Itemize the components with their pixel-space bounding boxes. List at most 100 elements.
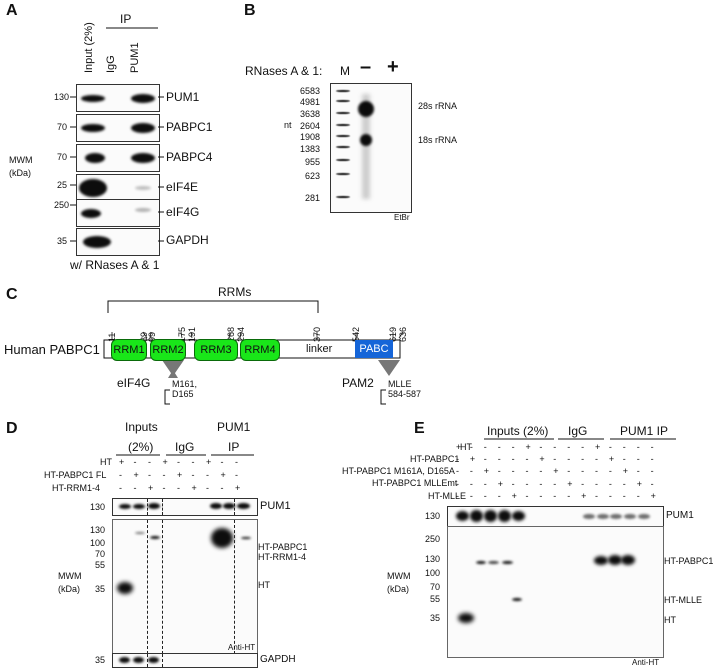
sign-cell: - bbox=[206, 483, 209, 493]
sign-cell: - bbox=[497, 490, 501, 501]
sign-cell: - bbox=[177, 483, 180, 493]
lane-minus: – bbox=[360, 56, 372, 78]
blot-gapdh bbox=[76, 228, 160, 256]
sign-cell: + bbox=[206, 457, 212, 467]
e-cond-pabpc1: HT-PABPC1 bbox=[410, 454, 460, 464]
d-igg: IgG bbox=[175, 440, 195, 454]
domain-rrm2: RRM2 bbox=[150, 339, 186, 361]
panel-a-footer: w/ RNases A & 1 bbox=[70, 258, 160, 272]
sign-cell: - bbox=[553, 490, 557, 501]
protein-eif4g: eIF4G bbox=[166, 205, 200, 219]
sign-cell: - bbox=[650, 442, 654, 452]
protein-pabpc1: PABPC1 bbox=[166, 120, 213, 134]
marker-3638: 3638 bbox=[300, 109, 321, 119]
sign-cell: - bbox=[483, 478, 487, 489]
sign-cell: - bbox=[148, 470, 151, 480]
sign-cell: - bbox=[133, 483, 137, 493]
domain-rrm4: RRM4 bbox=[240, 339, 280, 361]
sign-cell: - bbox=[595, 466, 598, 477]
sign-cell: + bbox=[525, 442, 531, 452]
band-28s: 28s rRNA bbox=[418, 101, 458, 111]
sign-cell: - bbox=[608, 478, 612, 489]
sign-cell: - bbox=[456, 490, 459, 501]
e-blot-pum1 bbox=[447, 506, 664, 528]
domain-linker: linker bbox=[306, 343, 333, 355]
d-label-ht: HT bbox=[258, 580, 270, 590]
sign-cell: - bbox=[220, 483, 224, 493]
lane-plus: + bbox=[387, 56, 399, 78]
rna-gel bbox=[330, 83, 412, 213]
d-label-rrm: HT-RRM1-4 bbox=[258, 552, 307, 562]
sign-cell: + bbox=[191, 483, 197, 493]
sign-cell: + bbox=[539, 454, 545, 465]
sign-cell: - bbox=[525, 466, 529, 477]
e-inputs: Inputs (2%) bbox=[487, 424, 549, 438]
sign-cell: - bbox=[636, 442, 640, 452]
sign-cell: + bbox=[636, 478, 642, 489]
e-marker-250: 250 bbox=[425, 534, 441, 544]
sign-cell: - bbox=[622, 454, 626, 465]
d-cond-rrm: HT-RRM1-4 bbox=[52, 483, 101, 493]
sign-cell: + bbox=[483, 466, 490, 477]
sign-cell: - bbox=[119, 483, 122, 493]
d-blot-anti-ht bbox=[112, 519, 258, 655]
sign-cell: - bbox=[622, 442, 626, 452]
sign-cell: - bbox=[567, 466, 571, 477]
sign-cell: - bbox=[206, 470, 209, 480]
panel-a-label: A bbox=[6, 2, 18, 19]
e-cond-mut: HT-PABPC1 M161A, D165A bbox=[342, 466, 455, 476]
sign-cell: - bbox=[581, 442, 585, 452]
sign-cell: - bbox=[608, 466, 612, 477]
sign-cell: - bbox=[177, 457, 180, 467]
e-cond-mllemt: HT-PABPC1 MLLEmt bbox=[372, 478, 458, 488]
e-pum1ip: PUM1 IP bbox=[620, 424, 669, 438]
d-bottom-mw: 35 bbox=[95, 655, 106, 665]
panel-a-kda: (kDa) bbox=[9, 168, 31, 178]
mw-130: 130 bbox=[54, 92, 70, 102]
sign-cell: + bbox=[581, 490, 587, 501]
d-ip: IP bbox=[228, 440, 240, 454]
sign-cell: + bbox=[567, 478, 573, 489]
mw-70a: 70 bbox=[57, 122, 68, 132]
sign-cell: - bbox=[553, 478, 557, 489]
sign-cell: - bbox=[608, 442, 612, 452]
sign-cell: + bbox=[650, 490, 656, 501]
sign-cell: - bbox=[650, 466, 654, 477]
d-marker-55: 55 bbox=[95, 560, 106, 570]
d-kda: (kDa) bbox=[58, 584, 80, 594]
d-cond-fl: HT-PABPC1 FL bbox=[44, 470, 107, 480]
sign-cell: + bbox=[456, 442, 462, 452]
sign-cell: - bbox=[191, 457, 195, 467]
sign-cell: - bbox=[456, 466, 459, 477]
marker-6583: 6583 bbox=[300, 86, 321, 96]
sign-cell: - bbox=[456, 478, 459, 489]
sign-cell: - bbox=[162, 470, 166, 480]
d-blot-pum1 bbox=[112, 498, 258, 516]
sign-cell: - bbox=[220, 457, 224, 467]
blot-pabpc4 bbox=[76, 144, 160, 172]
sign-cell: - bbox=[622, 490, 626, 501]
sign-cell: + bbox=[511, 490, 517, 501]
blot-pum1 bbox=[76, 84, 160, 112]
sign-cell: - bbox=[235, 457, 238, 467]
sign-cell: - bbox=[483, 442, 487, 452]
sign-cell: - bbox=[539, 490, 543, 501]
sign-cell: + bbox=[497, 478, 503, 489]
sign-cell: - bbox=[581, 454, 585, 465]
sign-cell: - bbox=[511, 478, 515, 489]
sign-cell: - bbox=[162, 483, 166, 493]
sign-cell: - bbox=[191, 470, 195, 480]
sign-cell: - bbox=[511, 454, 515, 465]
d-mwm: MWM bbox=[58, 571, 82, 581]
sign-cell: + bbox=[162, 457, 168, 467]
sign-cell: - bbox=[567, 442, 571, 452]
mw-250: 250 bbox=[54, 200, 70, 210]
sign-cell: - bbox=[497, 442, 501, 452]
sign-cell: + bbox=[235, 483, 241, 493]
d-marker-70: 70 bbox=[95, 549, 106, 559]
rnase-treatment: RNases A & 1: bbox=[245, 64, 323, 78]
sign-cell: - bbox=[469, 442, 473, 452]
domain-pabc: PABC bbox=[355, 340, 393, 358]
